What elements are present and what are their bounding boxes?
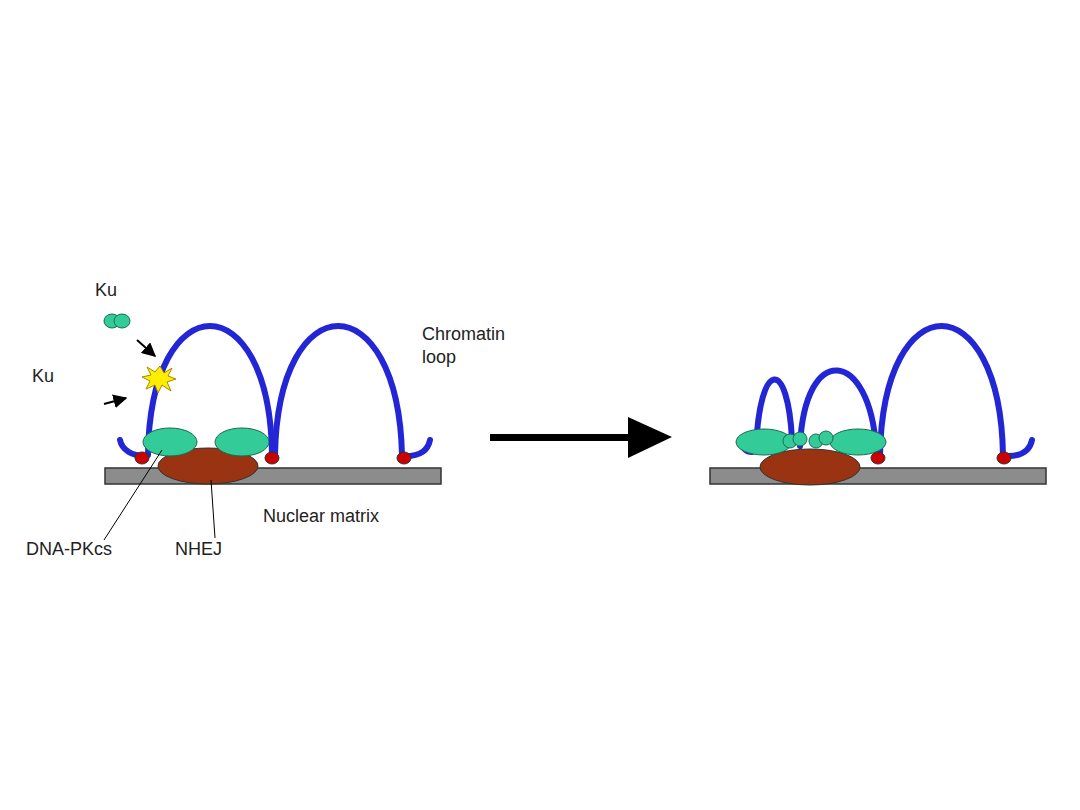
ku-arrow (137, 340, 155, 356)
nuclear-matrix (105, 468, 441, 484)
protein-name: Ku (95, 279, 117, 302)
dna-break (142, 366, 176, 393)
attachment-points (135, 452, 411, 464)
leader-line (211, 480, 215, 538)
ku-heterodimer (783, 431, 833, 448)
structure-name: Chromatin loop (422, 323, 517, 368)
leader-line (104, 450, 162, 540)
dna-pkcs (143, 428, 197, 456)
ku-arrow (104, 398, 126, 404)
protein-name: DNA-PKcs (26, 538, 112, 561)
process-arrow (490, 417, 672, 458)
dna-pkcs (215, 428, 269, 456)
ku-heterodimer (104, 314, 130, 328)
structure-name: Nuclear matrix (263, 505, 379, 528)
attachment-points (871, 452, 1011, 464)
complex-name: NHEJ (175, 538, 222, 561)
chromatin-loops (120, 326, 430, 456)
dna-pkcs (830, 429, 886, 455)
protein-name: Ku (32, 365, 54, 388)
